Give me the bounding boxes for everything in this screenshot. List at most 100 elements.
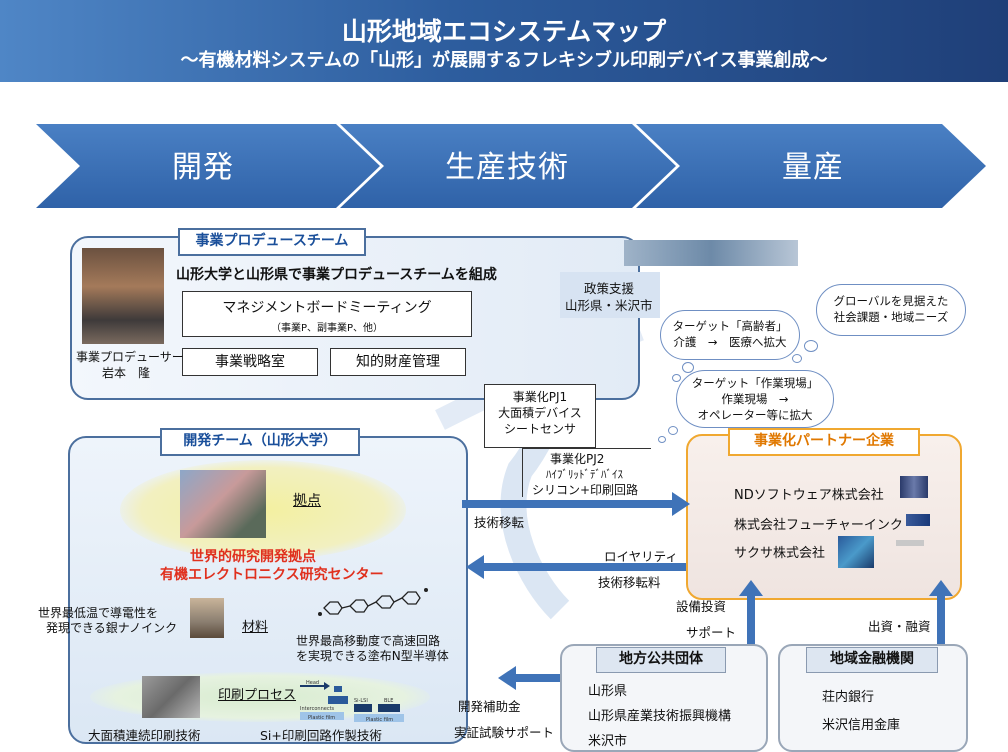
research-center-photo bbox=[180, 470, 266, 538]
pj1-title: 事業化PJ1 bbox=[512, 390, 568, 404]
local-gov-tag: 地方公共団体 bbox=[596, 647, 726, 673]
center-line2: 有機エレクトロニクス研究センター bbox=[160, 567, 384, 583]
cloud-elderly-line2: 介護 → 医療へ拡大 bbox=[673, 335, 787, 349]
partner-company-1: NDソフトウェア株式会社 bbox=[734, 488, 884, 503]
arrow-tech-transfer-head bbox=[672, 492, 690, 516]
si-circuit-diagram: Head Interconnects Plastic film Si-LSI B… bbox=[300, 680, 404, 723]
arrow-tech-transfer-shaft bbox=[462, 500, 672, 508]
producer-team-headline: 山形大学と山形県で事業プロデュースチームを組成 bbox=[176, 267, 497, 283]
pj1-line3: シートセンサ bbox=[503, 422, 576, 436]
ink-desc-line1: 世界最低温で導電性を bbox=[38, 606, 159, 620]
ink-desc-line2: 発現できる銀ナノインク bbox=[46, 621, 178, 635]
board-title: マネジメントボードミーティング bbox=[222, 300, 432, 316]
ip-management-box: 知的財産管理 bbox=[330, 348, 466, 376]
producer-team-tag: 事業プロデュースチーム bbox=[178, 228, 366, 256]
arrow-finance-head bbox=[929, 580, 953, 596]
finance-member-1: 荘内銀行 bbox=[822, 690, 875, 705]
page-subtitle: ～有機材料システムの「山形」が展開するフレキシブル印刷デバイス事業創成～ bbox=[180, 50, 828, 71]
finance-tag: 地域金融機関 bbox=[806, 647, 938, 673]
page-title: 山形地域エコシステムマップ bbox=[341, 17, 667, 46]
cloud-worksite-line2: 作業現場 → bbox=[721, 392, 789, 406]
policy-support-line1: 政策支援 bbox=[584, 281, 635, 296]
policy-support-arrow-bg bbox=[560, 272, 660, 318]
diagram-label-plastic-film-1: Plastic film bbox=[308, 715, 335, 721]
diagram-label-plastic-film-2: Plastic film bbox=[366, 717, 393, 723]
header-banner: 山形地域エコシステムマップ ～有機材料システムの「山形」が展開するフレキシブル印… bbox=[0, 0, 1008, 82]
cloud-elderly: ターゲット「高齢者」 介護 → 医療へ拡大 bbox=[660, 310, 800, 360]
si-circuit-label: Si+印刷回路作製技術 bbox=[260, 728, 382, 743]
semi-desc-line1: 世界最高移動度で高速回路 bbox=[296, 634, 441, 648]
diagram-label-si-lsi: Si-LSI bbox=[354, 698, 368, 704]
stage-chevron-2 bbox=[340, 124, 676, 208]
flow-equipment: 設備投資 bbox=[676, 599, 727, 614]
local-gov-member-2: 山形県産業技術振興機構 bbox=[588, 709, 732, 724]
cloud-dot bbox=[668, 426, 678, 435]
center-line1: 世界的研究開発拠点 bbox=[190, 549, 316, 565]
blurred-logo-top bbox=[624, 240, 798, 266]
arrow-subsidy-head bbox=[498, 666, 516, 690]
producer-name: 岩本 隆 bbox=[102, 366, 151, 380]
project-1-box: 事業化PJ1 大面積デバイス シートセンサ bbox=[484, 384, 596, 448]
cloud-worksite-line1: ターゲット「作業現場」 bbox=[691, 376, 819, 390]
pj2-line3: シリコン+印刷回路 bbox=[532, 483, 639, 497]
flow-subsidy: 開発補助金 bbox=[458, 699, 521, 714]
diagram-label-head: Head bbox=[306, 680, 319, 686]
arrow-equipment-shaft bbox=[747, 596, 755, 648]
flow-trial-support: 実証試験サポート bbox=[454, 725, 555, 740]
cloud-worksite-line3: オペレーター等に拡大 bbox=[697, 408, 813, 422]
cloud-dot bbox=[658, 436, 666, 443]
arrow-equipment-head bbox=[739, 580, 763, 596]
arrow-royalty-head bbox=[466, 555, 484, 579]
stage-chevron-1 bbox=[36, 124, 380, 208]
pj2-line2: ﾊｲﾌﾞﾘｯﾄﾞﾃﾞﾊﾞｲｽ bbox=[546, 468, 623, 481]
local-gov-member-1: 山形県 bbox=[588, 684, 628, 699]
cloud-dot bbox=[804, 340, 818, 352]
pj1-line2: 大面積デバイス bbox=[498, 406, 582, 420]
partner-company-2: 株式会社フューチャーインク bbox=[734, 518, 903, 533]
producer-role: 事業プロデューサー bbox=[76, 350, 184, 364]
company-logo-3b bbox=[896, 540, 924, 546]
cloud-elderly-line1: ターゲット「高齢者」 bbox=[672, 319, 788, 333]
cloud-global-needs: グローバルを見据えた 社会課題・地域ニーズ bbox=[816, 284, 966, 336]
molecule-diagram bbox=[318, 588, 428, 616]
policy-support-line2: 山形県・米沢市 bbox=[565, 298, 653, 313]
stage-label-production-tech: 生産技術 bbox=[445, 150, 569, 185]
company-logo-2 bbox=[906, 514, 930, 526]
silver-ink-photo bbox=[190, 598, 224, 638]
strategy-office-box: 事業戦略室 bbox=[182, 348, 318, 376]
dev-team-tag: 開発チーム（山形大学） bbox=[160, 428, 360, 456]
partner-tag: 事業化パートナー企業 bbox=[728, 428, 920, 456]
company-logo-3 bbox=[838, 536, 874, 568]
roll-printing-label: 大面積連続印刷技術 bbox=[88, 728, 201, 743]
flow-royalty: ロイヤリティ bbox=[604, 549, 678, 564]
stage-chevron-3 bbox=[636, 124, 986, 208]
company-logo-1 bbox=[900, 476, 928, 498]
board-subtitle: （事業P、副事業P、他） bbox=[270, 323, 384, 334]
roll-printing-photo bbox=[142, 676, 200, 718]
partner-company-3: サクサ株式会社 bbox=[734, 546, 826, 561]
flow-finance: 出資・融資 bbox=[868, 619, 931, 634]
flow-tech-fee: 技術移転料 bbox=[598, 575, 661, 590]
cloud-global-line1: グローバルを見据えた bbox=[833, 294, 949, 308]
stage-label-development: 開発 bbox=[172, 150, 234, 185]
process-label: 印刷プロセス bbox=[218, 688, 297, 703]
material-label: 材料 bbox=[242, 620, 269, 635]
stage-label-mass-production: 量産 bbox=[782, 150, 844, 185]
stage-chevrons bbox=[36, 124, 986, 208]
cloud-worksite: ターゲット「作業現場」 作業現場 → オペレーター等に拡大 bbox=[676, 370, 834, 428]
management-board-box: マネジメントボードミーティング （事業P、副事業P、他） bbox=[182, 291, 472, 337]
arrow-subsidy-shaft bbox=[516, 674, 560, 682]
cloud-global-line2: 社会課題・地域ニーズ bbox=[833, 310, 949, 324]
cloud-dot bbox=[792, 354, 802, 363]
diagram-label-interconnects: Interconnects bbox=[300, 706, 335, 712]
flow-support: サポート bbox=[686, 625, 737, 640]
cloud-dot bbox=[682, 362, 694, 373]
diagram-label-ble: BLE bbox=[384, 698, 393, 704]
pj2-title: 事業化PJ2 bbox=[550, 452, 605, 466]
producer-photo bbox=[82, 248, 164, 344]
finance-member-2: 米沢信用金庫 bbox=[822, 718, 901, 733]
base-label: 拠点 bbox=[293, 493, 321, 509]
arrow-finance-shaft bbox=[937, 596, 945, 648]
semi-desc-line2: を実現できる塗布N型半導体 bbox=[296, 649, 449, 663]
